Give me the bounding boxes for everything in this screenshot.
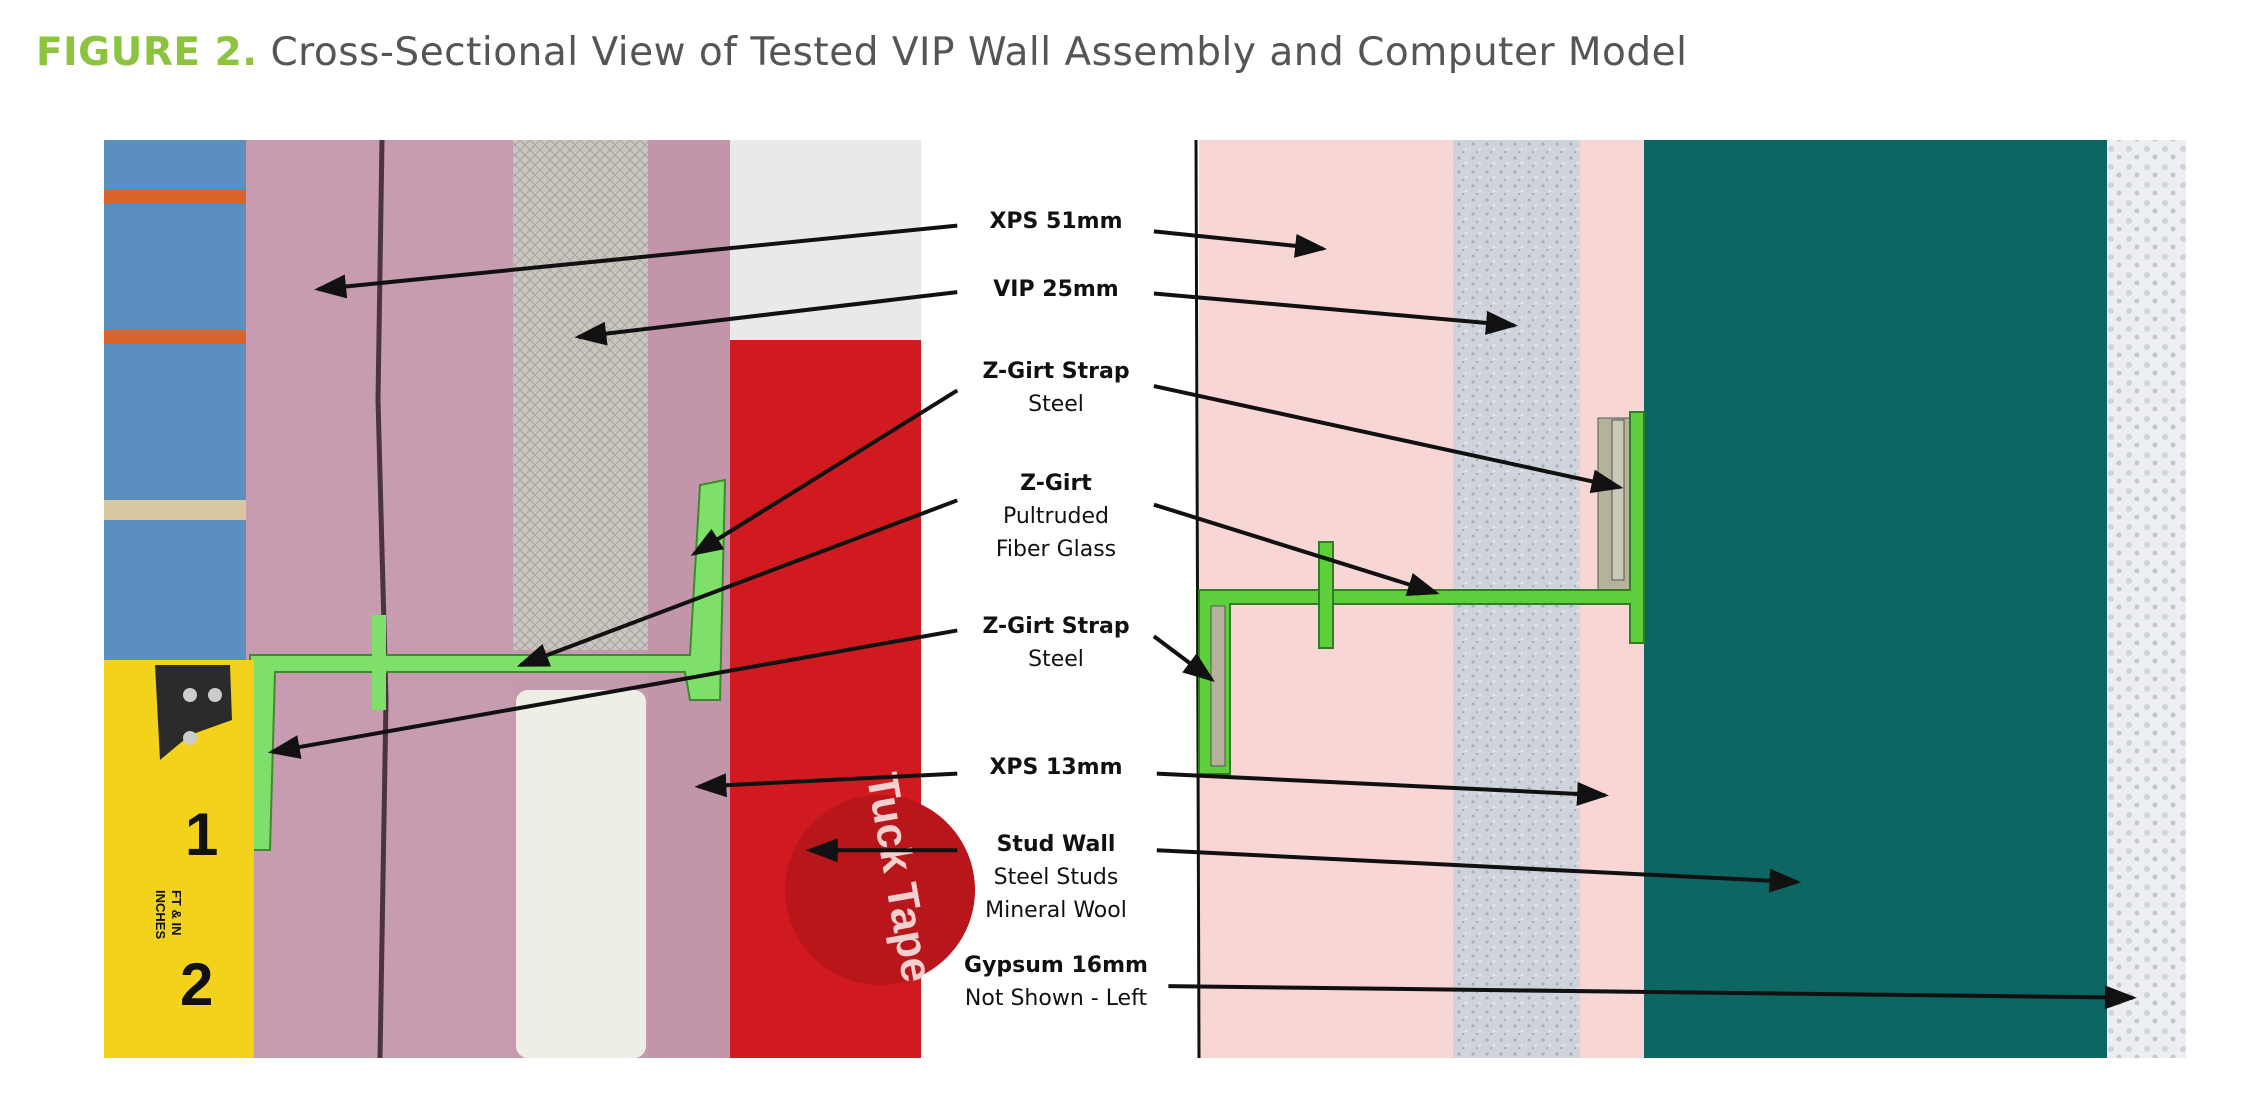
callout-subtitle: Fiber Glass	[995, 537, 1117, 562]
callout-title: Z-Girt Strap	[982, 359, 1130, 384]
callout-title: XPS 13mm	[989, 755, 1123, 780]
figure-caption: Cross-Sectional View of Tested VIP Wall …	[270, 30, 1688, 75]
callout-arrow	[314, 223, 958, 299]
model-gypsum	[2107, 140, 2186, 1058]
callout-arrow	[516, 498, 958, 668]
callout-arrow	[1153, 502, 1440, 596]
callout-arrow	[1152, 634, 1215, 683]
callout-arrow	[267, 628, 958, 759]
callout-arrow	[1153, 291, 1518, 335]
ruler-text-ft-in: FT & IN	[169, 890, 184, 936]
warehouse-background	[104, 140, 246, 660]
callout-label: XPS 13mm	[936, 751, 1176, 784]
callout-subtitle: Steel	[1028, 647, 1084, 672]
callout-arrow	[690, 388, 959, 556]
model-strap-left	[1210, 605, 1226, 767]
callout-subtitle: Mineral Wool	[985, 898, 1127, 923]
callout-arrow	[1153, 229, 1328, 258]
callout-label: VIP 25mm	[936, 273, 1176, 306]
callout-subtitle: Pultruded	[1002, 504, 1109, 529]
callout-title: Stud Wall	[996, 832, 1116, 857]
callout-arrow	[1156, 848, 1802, 893]
computer-model	[1194, 139, 2186, 1059]
callout-title: Z-Girt Strap	[982, 614, 1130, 639]
photo-tested-assembly: Tuck Tape 1 2 FT & IN INCHES	[104, 139, 975, 1059]
figure-number: FIGURE 2.	[36, 30, 258, 75]
callout-subtitle: Steel Studs	[993, 865, 1119, 890]
tape-digit-1: 1	[185, 801, 218, 868]
ruler-text-inches: INCHES	[153, 890, 168, 939]
callout-arrow	[1168, 984, 2137, 1010]
callout-title: Gypsum 16mm	[964, 953, 1148, 978]
tape-digit-2: 2	[180, 951, 213, 1018]
callout-title: VIP 25mm	[993, 277, 1119, 302]
callout-label: XPS 51mm	[936, 205, 1176, 238]
callout-arrow	[1153, 384, 1624, 494]
model-stud-wall	[1644, 140, 2107, 1058]
callout-arrow	[574, 290, 958, 346]
figure-title: FIGURE 2. Cross-Sectional View of Tested…	[36, 30, 1687, 75]
callout-arrow	[694, 771, 958, 798]
callout-title: XPS 51mm	[989, 209, 1123, 234]
callout-subtitle: Steel	[1028, 392, 1084, 417]
callout-subtitle: Not Shown - Left	[964, 986, 1148, 1011]
callout-arrow	[1156, 771, 1610, 806]
callout-arrows	[267, 223, 2137, 1010]
photo-vip-panel	[513, 140, 648, 650]
callout-title: Z-Girt	[1020, 471, 1092, 496]
